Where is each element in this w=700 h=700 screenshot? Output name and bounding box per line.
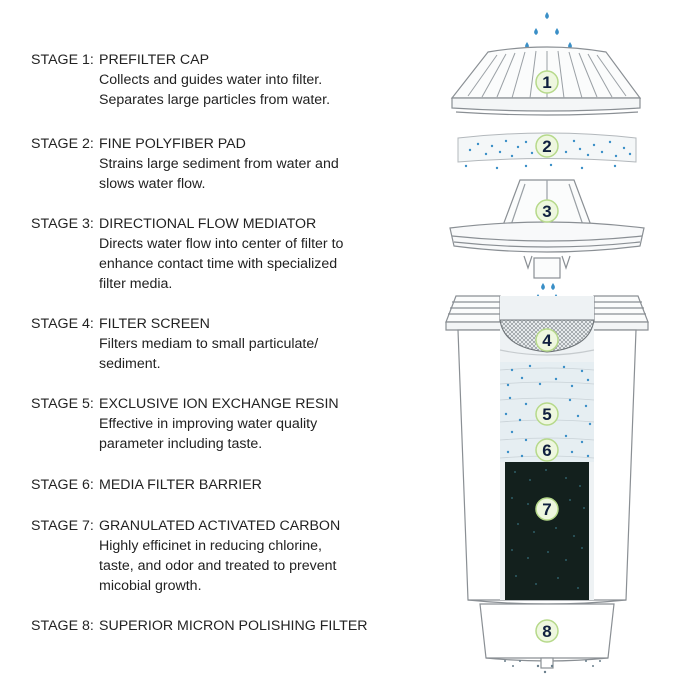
stage-desc-line: sediment. bbox=[99, 356, 161, 372]
stage-title: FILTER SCREEN bbox=[99, 316, 210, 332]
stage-label: STAGE 8: bbox=[31, 618, 94, 634]
svg-text:1: 1 bbox=[542, 73, 551, 92]
stage-title: MEDIA FILTER BARRIER bbox=[99, 477, 262, 493]
stage-desc-line: Collects and guides water into filter. bbox=[99, 72, 323, 88]
stage-desc-line: filter media. bbox=[99, 276, 173, 292]
stage-desc-line: slows water flow. bbox=[99, 176, 206, 192]
stage-label: STAGE 7: bbox=[31, 518, 94, 534]
svg-text:7: 7 bbox=[542, 500, 551, 519]
badge-8-icon: 8 bbox=[535, 619, 559, 643]
activated-carbon-part bbox=[505, 462, 589, 600]
svg-text:5: 5 bbox=[542, 405, 551, 424]
stage-title: DIRECTIONAL FLOW MEDIATOR bbox=[99, 216, 317, 232]
stage-title: SUPERIOR MICRON POLISHING FILTER bbox=[99, 618, 368, 634]
stage-desc-line: Separates large particles from water. bbox=[99, 92, 331, 108]
stage-desc-line: taste, and odor and treated to prevent bbox=[99, 558, 337, 574]
stage-desc-line: Effective in improving water quality bbox=[99, 416, 318, 432]
stage-title: FINE POLYFIBER PAD bbox=[99, 136, 246, 152]
stage-label: STAGE 6: bbox=[31, 477, 94, 493]
stage-desc-line: parameter including taste. bbox=[99, 436, 263, 452]
stage-label: STAGE 3: bbox=[31, 216, 94, 232]
stage-label: STAGE 5: bbox=[31, 396, 94, 412]
stage-desc-line: enhance contact time with specialized bbox=[99, 256, 338, 272]
svg-text:3: 3 bbox=[542, 202, 551, 221]
badge-1-icon: 1 bbox=[535, 70, 559, 94]
stage-desc-line: Directs water flow into center of filter… bbox=[99, 236, 344, 252]
flow-mediator-part bbox=[449, 179, 645, 279]
stage-desc-line: Strains large sediment from water and bbox=[99, 156, 339, 172]
stage-badges: 1 2 3 4 5 6 7 8 bbox=[535, 70, 559, 643]
badge-4-icon: 4 bbox=[535, 328, 559, 352]
stage-title: EXCLUSIVE ION EXCHANGE RESIN bbox=[99, 396, 339, 412]
water-drops-bottom-icon bbox=[504, 660, 601, 674]
svg-text:8: 8 bbox=[542, 622, 551, 641]
stage-label: STAGE 1: bbox=[31, 52, 94, 68]
filter-exploded-diagram: 1 2 3 4 5 6 7 8 bbox=[445, 12, 649, 674]
stage-title: GRANULATED ACTIVATED CARBON bbox=[99, 518, 341, 534]
badge-7-icon: 7 bbox=[535, 497, 559, 521]
svg-text:4: 4 bbox=[542, 331, 552, 350]
svg-text:2: 2 bbox=[542, 137, 551, 156]
badge-5-icon: 5 bbox=[535, 402, 559, 426]
svg-text:6: 6 bbox=[542, 441, 551, 460]
stage-desc-line: micobial growth. bbox=[99, 578, 202, 594]
badge-6-icon: 6 bbox=[535, 438, 559, 462]
badge-2-icon: 2 bbox=[535, 134, 559, 158]
stage-label: STAGE 4: bbox=[31, 316, 94, 332]
stage-label: STAGE 2: bbox=[31, 136, 94, 152]
badge-3-icon: 3 bbox=[535, 199, 559, 223]
stage-desc-line: Highly efficinet in reducing chlorine, bbox=[99, 538, 322, 554]
stage-desc-line: Filters mediam to small particulate/ bbox=[99, 336, 319, 352]
stage-title: PREFILTER CAP bbox=[99, 52, 210, 68]
